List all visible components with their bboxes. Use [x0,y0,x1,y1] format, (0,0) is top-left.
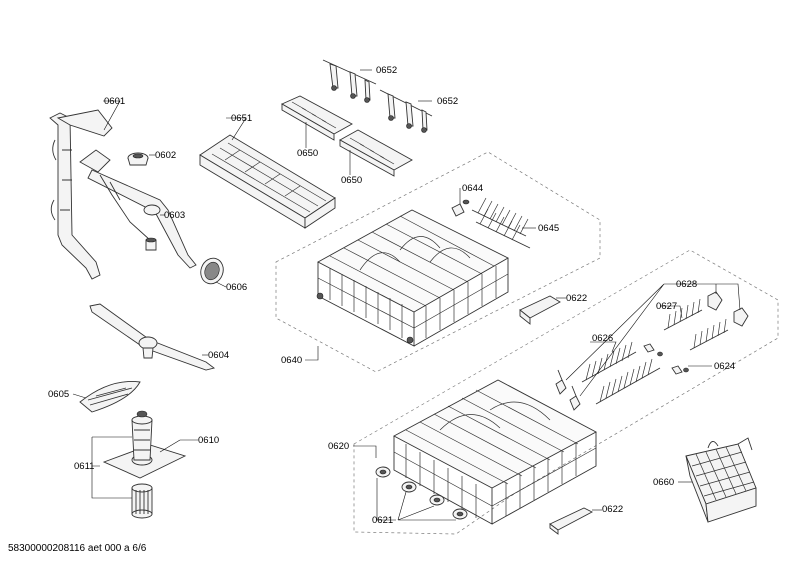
leader-0627 [660,305,683,319]
lower-group-boundary [353,249,779,535]
label-0627: 0627 [656,301,677,312]
label-0652-a: 0652 [376,65,397,76]
wheels-0621 [375,466,468,520]
label-0651: 0651 [231,113,252,124]
label-0644: 0644 [462,183,483,194]
label-0650-b: 0650 [341,175,362,186]
leader-0611 [91,436,132,499]
cutlery-basket-0660 [685,437,757,523]
leader-0620 [353,445,377,458]
clip-0644 [451,199,470,217]
lower-basket-0620 [393,379,597,525]
fold-rack-0627 [663,298,729,351]
document-footer: 58300000208116 aet 000 a 6/6 [8,543,147,554]
label-0604: 0604 [208,350,229,361]
label-0650-a: 0650 [297,148,318,159]
label-0622-a: 0622 [566,293,587,304]
label-0601: 0601 [104,96,125,107]
leader-0626 [590,341,617,353]
leader-0606 [215,281,227,288]
handle-0622-upper [519,295,561,325]
label-0626: 0626 [592,333,613,344]
label-0605: 0605 [48,389,69,400]
clip-rail-0652-a [322,59,377,103]
label-0622-b: 0622 [602,504,623,515]
label-0602: 0602 [155,150,176,161]
label-0645: 0645 [538,223,559,234]
spray-arm-0604 [89,303,216,371]
leader-0610 [159,439,198,453]
leader-0601 [103,100,121,131]
leader-0621 [376,478,456,521]
clip-rail-0652-b [379,89,433,133]
label-0610: 0610 [198,435,219,446]
cup-shelf-0650-a [281,95,353,141]
label-0624: 0624 [714,361,735,372]
tines-0645 [471,197,531,249]
nozzle-0602 [127,152,149,166]
leader-0605 [72,393,87,399]
label-0620: 0620 [328,441,349,452]
leader-0651 [226,117,247,141]
label-0603: 0603 [164,210,185,221]
leader-0640 [305,346,319,361]
clips-0624 [643,343,689,375]
label-0628: 0628 [676,279,697,290]
label-0621: 0621 [372,515,393,526]
hinges-0628 [555,291,749,411]
filter-disc-0606 [200,257,224,285]
fold-rack-0626 [581,341,661,405]
upper-basket-0640 [316,209,509,347]
cup-shelf-0650-b [339,129,413,177]
label-0611: 0611 [74,461,94,472]
supply-tube-0601 [49,109,113,280]
filter-assembly-0610 [102,410,187,479]
label-0652-b: 0652 [437,96,458,107]
spray-arm-0603 [79,149,197,269]
micro-filter-0605 [79,381,141,413]
label-0640: 0640 [281,355,302,366]
label-0606: 0606 [226,282,247,293]
label-0660: 0660 [653,477,674,488]
handle-0622-lower [549,507,593,535]
cylinder-filter-0611 [131,483,153,519]
cutlery-tray-0651 [199,134,336,229]
leader-0628 [565,283,741,397]
